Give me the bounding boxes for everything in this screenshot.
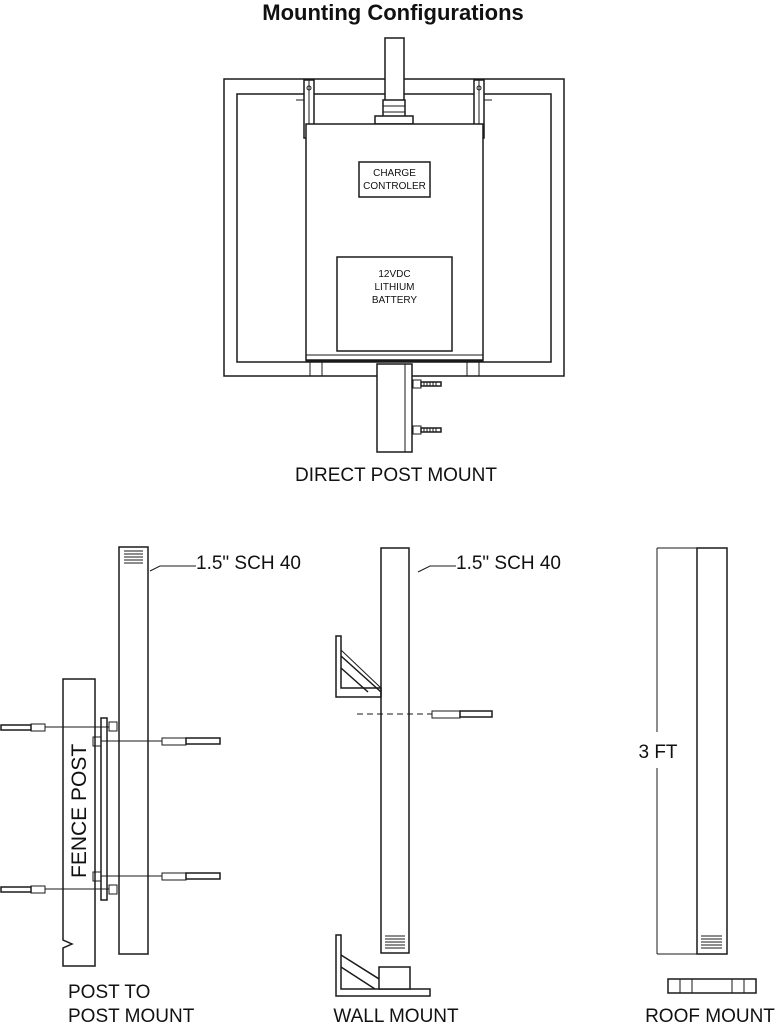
battery-label-line3: BATTERY [372, 295, 418, 306]
post-to-post-caption-line2: POST MOUNT [68, 1006, 195, 1024]
wall-mount-caption: WALL MOUNT [333, 1006, 459, 1024]
clamp-plate [100, 717, 108, 901]
battery-label-line1: 12VDC [378, 269, 410, 280]
fence-post-label: FENCE POST [68, 744, 91, 878]
post-to-post-mount-drawing: 1.5" SCH 40 FENCE POST POS [0, 546, 301, 1024]
post-to-post-caption-line1: POST TO [68, 982, 150, 1003]
lower-bolt [412, 425, 442, 435]
direct-post-mount-drawing: CHARGE CONTROLER 12VDC LITHIUM BATTERY [223, 37, 565, 486]
upper-bolt [412, 379, 442, 389]
top-mast-pipe [384, 37, 405, 103]
height-label: 3 FT [638, 742, 677, 763]
direct-post-mount-caption: DIRECT POST MOUNT [295, 465, 497, 486]
charge-controller-label-line1: CHARGE [373, 168, 416, 179]
pipe-sch40-center [380, 547, 410, 954]
roof-mount-caption: ROOF MOUNT [645, 1006, 775, 1024]
battery-label-line2: LITHIUM [375, 282, 415, 293]
pipe-leader-line-left [149, 565, 196, 572]
wall-mount-drawing: 1.5" SCH 40 WALL MOUNT [333, 547, 561, 1024]
charge-controller-box [358, 161, 431, 198]
roof-mount-drawing: 3 FT ROOF MOUNT [638, 547, 775, 1024]
lower-wall-bracket [335, 934, 431, 997]
roof-mount-pipe [696, 547, 728, 955]
diagram-title: Mounting Configurations [262, 0, 524, 25]
lower-clamp-bolts [0, 871, 221, 895]
charge-controller-label-line2: CONTROLER [363, 181, 426, 192]
roof-base [667, 978, 757, 994]
wall-bolt-shank [459, 710, 493, 718]
wall-bolt-thread [431, 710, 461, 719]
pipe-label-left: 1.5" SCH 40 [196, 553, 301, 574]
upper-clamp-bolts [0, 721, 221, 747]
mast-clamp-plate [374, 115, 414, 125]
lower-post-socket [376, 363, 413, 453]
pipe-sch40-left [118, 546, 149, 955]
upper-wall-bracket [335, 635, 382, 698]
battery-box [336, 256, 453, 352]
pipe-leader-line-center [417, 565, 456, 573]
pipe-label-center: 1.5" SCH 40 [456, 553, 561, 574]
